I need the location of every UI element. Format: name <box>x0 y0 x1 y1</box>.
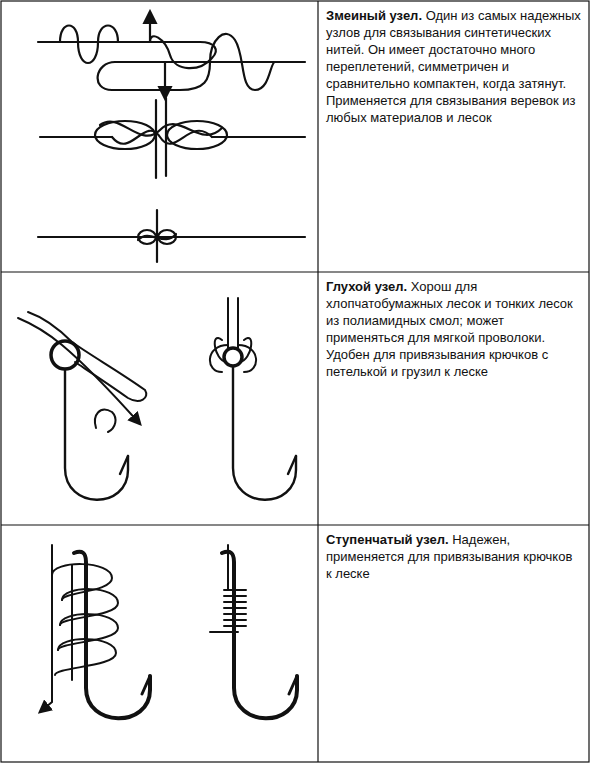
knot-name: Ступенчатый узел. <box>326 532 449 547</box>
knot-name: Глухой узел. <box>326 279 407 294</box>
description-cell: Глухой узел. Хорош для хлопчатобумажных … <box>318 272 589 525</box>
description-text: Глухой узел. Хорош для хлопчатобумажных … <box>326 278 581 380</box>
knot-name: Змеиный узел. <box>326 8 422 23</box>
serpent-knot-figure <box>38 12 305 262</box>
description-text: Змеиный узел. Один из самых надежных узл… <box>326 7 581 126</box>
knot-description: Хорош для хлопчатобумажных лесок и тонки… <box>326 279 573 379</box>
description-cell: Змеиный узел. Один из самых надежных узл… <box>318 1 589 272</box>
step-knot-figure <box>40 545 297 718</box>
description-cell: Ступенчатый узел. Надежен, применяется д… <box>318 525 589 762</box>
knot-description: Один из самых надежных узлов для связыва… <box>326 8 581 125</box>
description-text: Ступенчатый узел. Надежен, применяется д… <box>326 531 581 582</box>
blind-knot-figure <box>18 298 296 500</box>
